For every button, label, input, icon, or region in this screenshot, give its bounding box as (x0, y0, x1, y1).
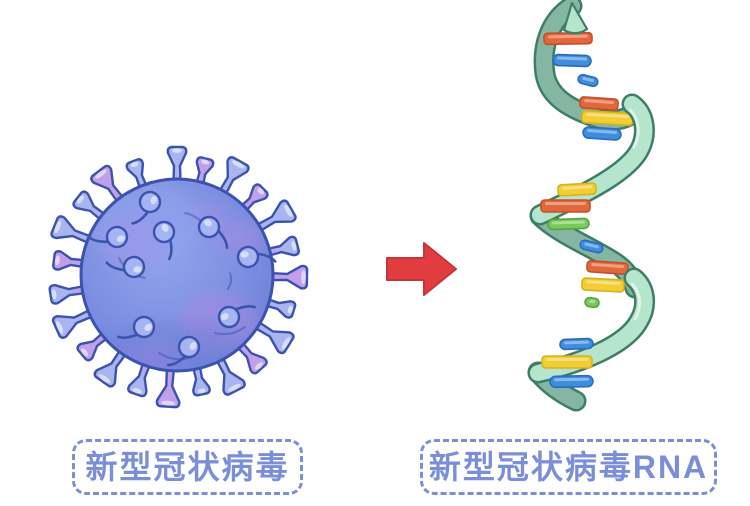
rna-label-box: 新型冠状病毒RNA (420, 439, 717, 495)
coronavirus-illustration (48, 145, 309, 409)
virus-label-text: 新型冠状病毒 (85, 449, 290, 485)
virus-label-box: 新型冠状病毒 (72, 439, 303, 495)
rna-helix-illustration (527, 0, 656, 412)
arrow-right-icon (386, 242, 457, 296)
rna-label-text: 新型冠状病毒RNA (428, 449, 709, 485)
